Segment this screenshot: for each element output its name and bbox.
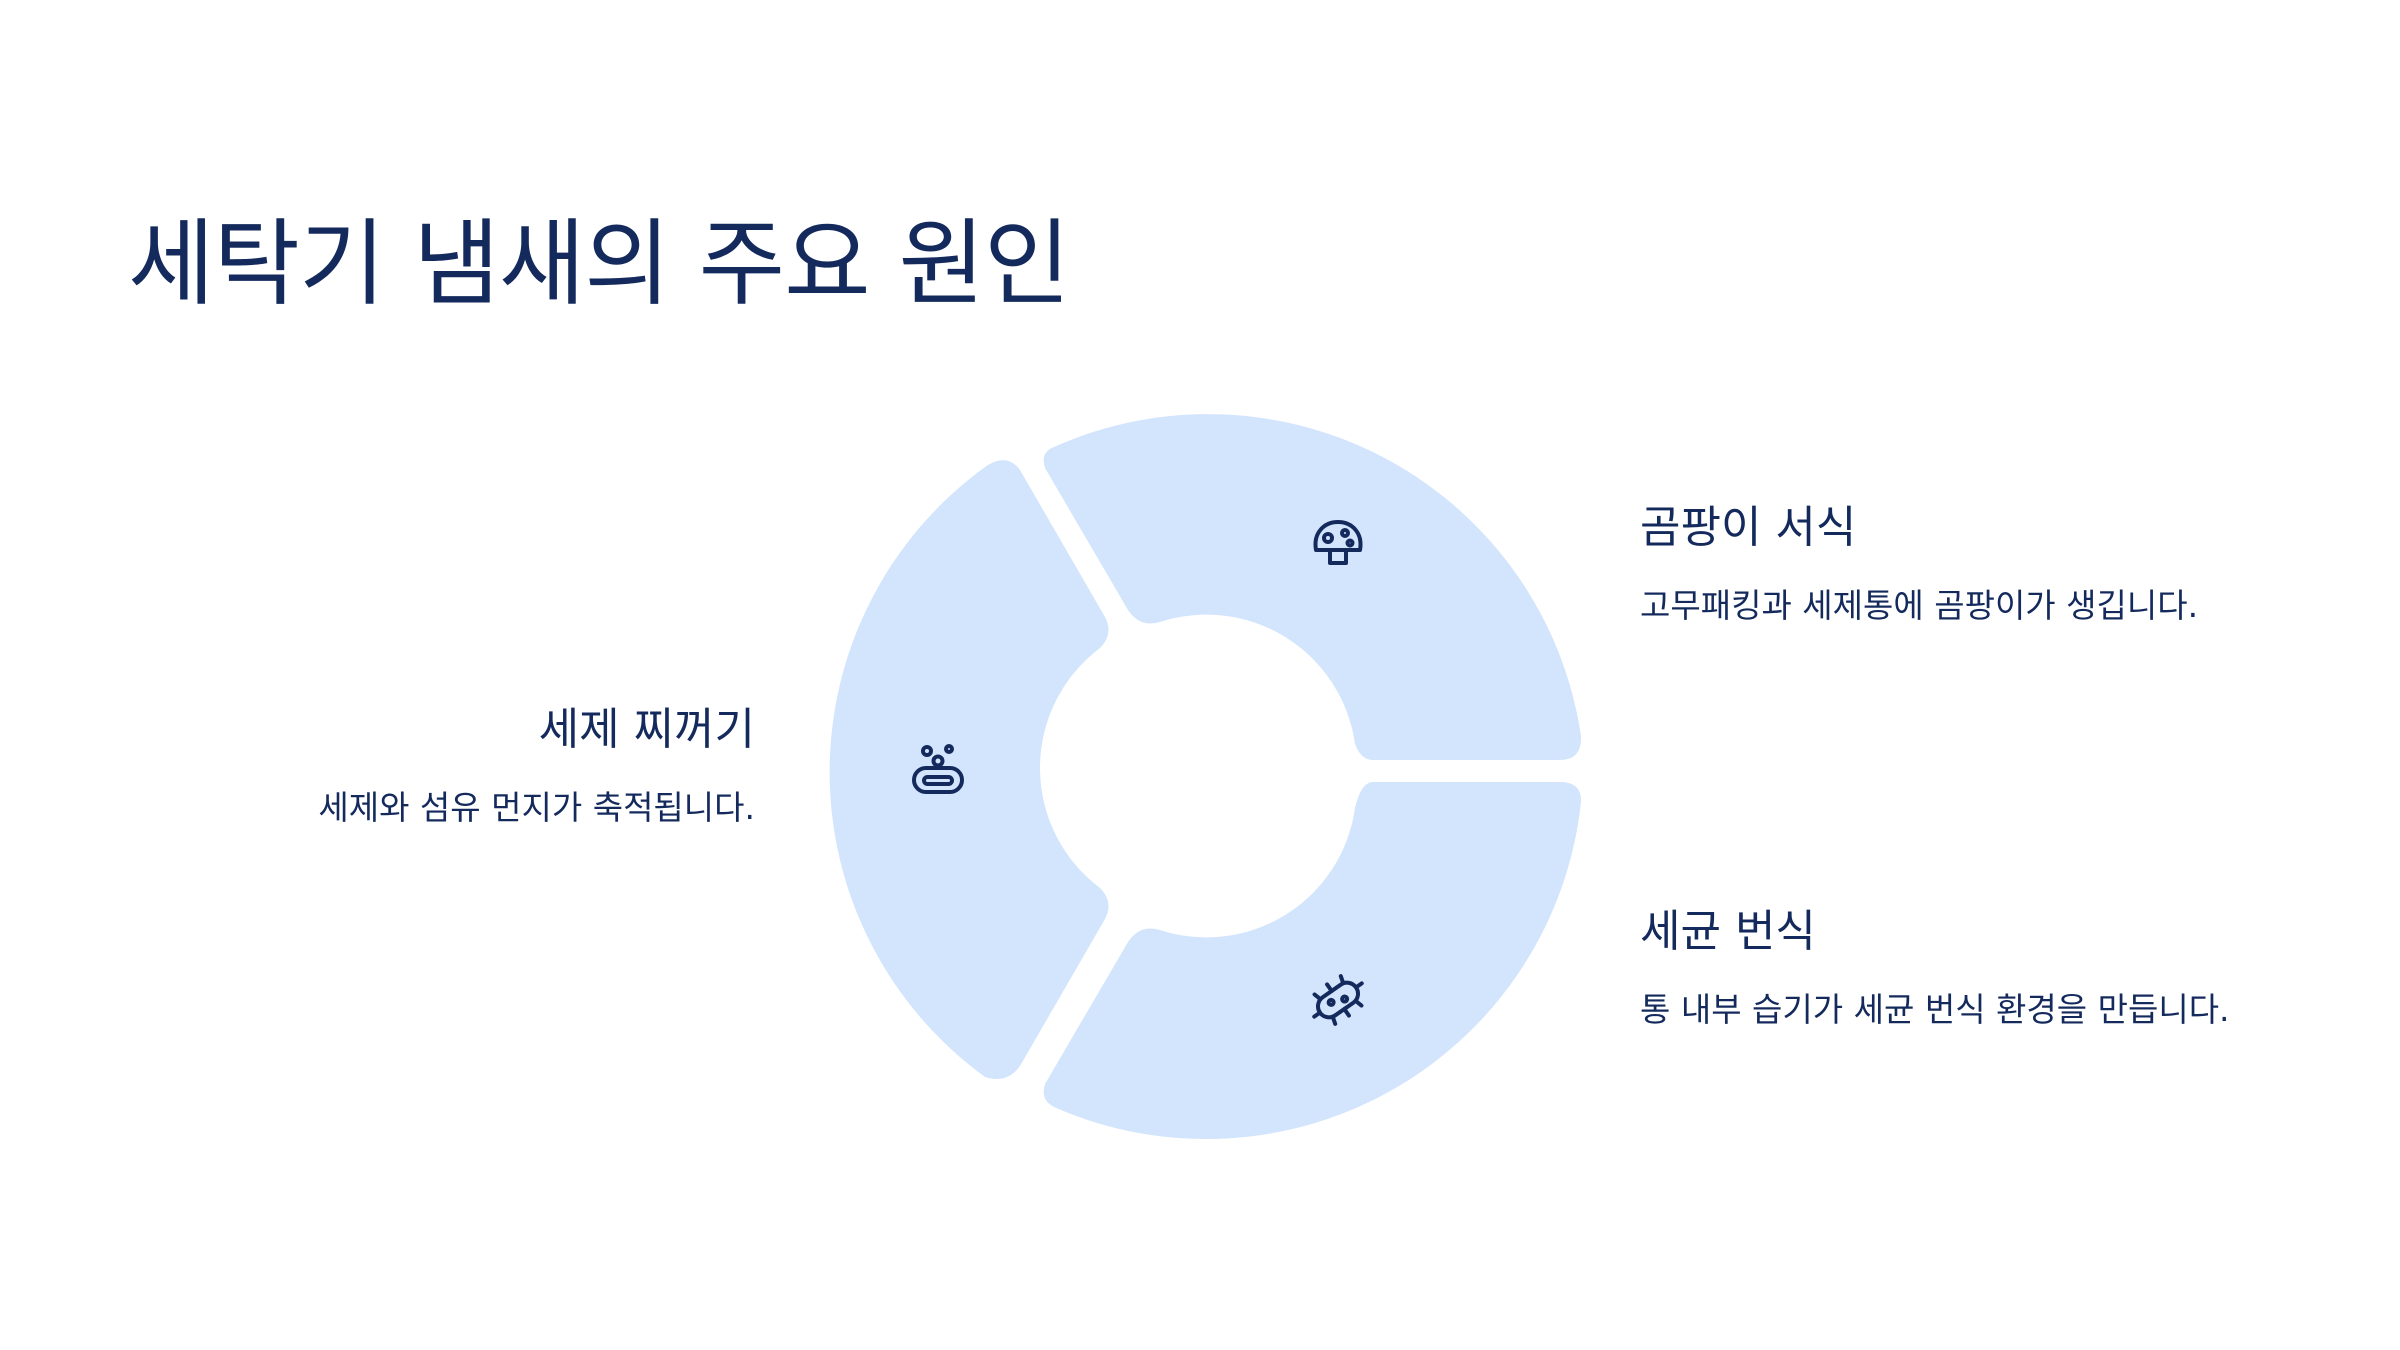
segment-description-bacteria: 통 내부 습기가 세균 번식 환경을 만듭니다. <box>1640 990 2230 1029</box>
mushroom-icon <box>1313 520 1363 565</box>
bacteria-icon <box>1312 974 1364 1026</box>
segment-mold-shape <box>1043 414 1582 760</box>
segment-title-mold: 곰팡이 서식 <box>1640 502 1857 553</box>
soap-icon <box>912 744 964 794</box>
segment-mold <box>1043 414 1582 760</box>
segment-bacteria <box>1043 782 1582 1140</box>
segment-title-bacteria: 세균 번식 <box>1640 906 1816 957</box>
segment-detergent-shape <box>829 460 1109 1079</box>
segment-detergent <box>829 460 1109 1079</box>
segment-title-detergent: 세제 찌꺼기 <box>538 704 755 755</box>
segment-bacteria-shape <box>1043 782 1582 1140</box>
segment-description-detergent: 세제와 섬유 먼지가 축적됩니다. <box>318 788 755 827</box>
segment-description-mold: 고무패킹과 세제통에 곰팡이가 생깁니다. <box>1640 586 2199 625</box>
page-title: 세탁기 냄새의 주요 원인 <box>128 210 1070 319</box>
